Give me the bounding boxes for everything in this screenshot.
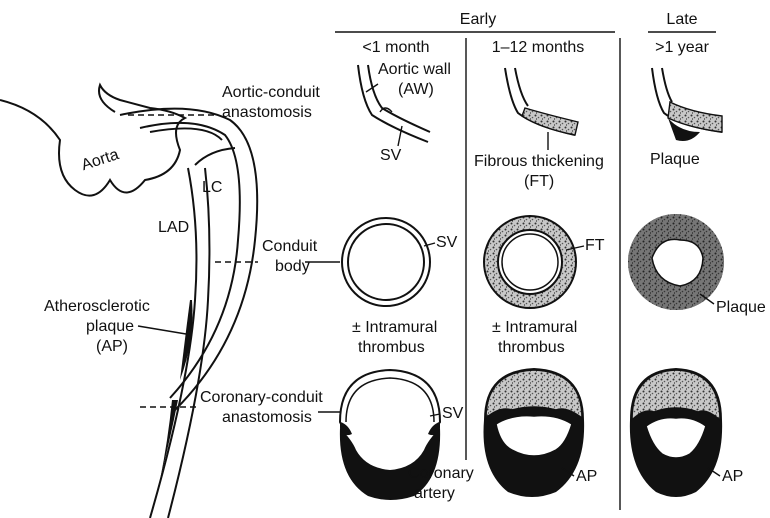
row3-col2-cross-section: [484, 368, 585, 497]
distal-plaque-fill: [160, 400, 178, 480]
lc-branch: [195, 148, 235, 165]
aortic-conduit-label-line2: anastomosis: [222, 104, 312, 121]
row2-col2-cross-section: [484, 216, 576, 308]
ft-label-line2: (FT): [524, 173, 554, 190]
thrombus1-label-line2: thrombus: [358, 339, 425, 356]
ap-pointer: [138, 326, 186, 334]
fibrous-thickening-fill: [522, 108, 578, 135]
coronary-artery-label-line1: Coronary: [408, 465, 474, 482]
thrombus1-label-line1: ± Intramural: [352, 319, 437, 336]
ft-label-line1: Fibrous thickening: [474, 153, 604, 170]
row2-col1-cross-section: [342, 218, 430, 306]
aortic-wall-label-line1: Aortic wall: [378, 61, 451, 78]
row2-sv-label: SV: [436, 234, 458, 251]
row2-ft-label: FT: [585, 237, 605, 254]
conduit-graft: [120, 109, 257, 410]
conduit-label-line1: Conduit: [262, 238, 318, 255]
aorta-shape: [0, 85, 185, 196]
column-2-header: 1–12 months: [492, 39, 585, 56]
row1-sv-label: SV: [380, 147, 402, 164]
conduit-label-line2: body: [275, 258, 310, 275]
row3-sv-label: SV: [442, 405, 464, 422]
row1-col2-anastomosis: [505, 68, 578, 135]
thrombus2-label-line1: ± Intramural: [492, 319, 577, 336]
row3-ap2-label: AP: [722, 468, 743, 485]
ap-label-line3: (AP): [96, 338, 128, 355]
late-header: Late: [666, 11, 697, 28]
column-3-header: >1 year: [655, 39, 709, 56]
row1-col3-anastomosis: [652, 68, 722, 141]
column-1-header: <1 month: [362, 39, 429, 56]
ap-label-line2: plaque: [86, 318, 134, 335]
lc-label: LC: [202, 179, 222, 196]
aortic-wall-label-line2: (AW): [398, 81, 434, 98]
row1-plaque-label: Plaque: [650, 151, 700, 168]
row3-ap1-label: AP: [576, 468, 597, 485]
row2-plaque-label: Plaque: [716, 299, 766, 316]
aorta-label: Aorta: [79, 146, 121, 174]
aortic-conduit-label-line1: Aortic-conduit: [222, 84, 320, 101]
thrombus2-label-line2: thrombus: [498, 339, 565, 356]
row3-col3-cross-section: [630, 368, 722, 497]
ap-label-line1: Atherosclerotic: [44, 298, 150, 315]
coronary-conduit-label-line2: anastomosis: [222, 409, 312, 426]
coronary-artery-label-line2: artery: [414, 485, 455, 502]
coronary-conduit-label-line1: Coronary-conduit: [200, 389, 323, 406]
row2-col3-cross-section: [628, 214, 724, 310]
early-header: Early: [460, 11, 496, 28]
lad-label: LAD: [158, 219, 189, 236]
